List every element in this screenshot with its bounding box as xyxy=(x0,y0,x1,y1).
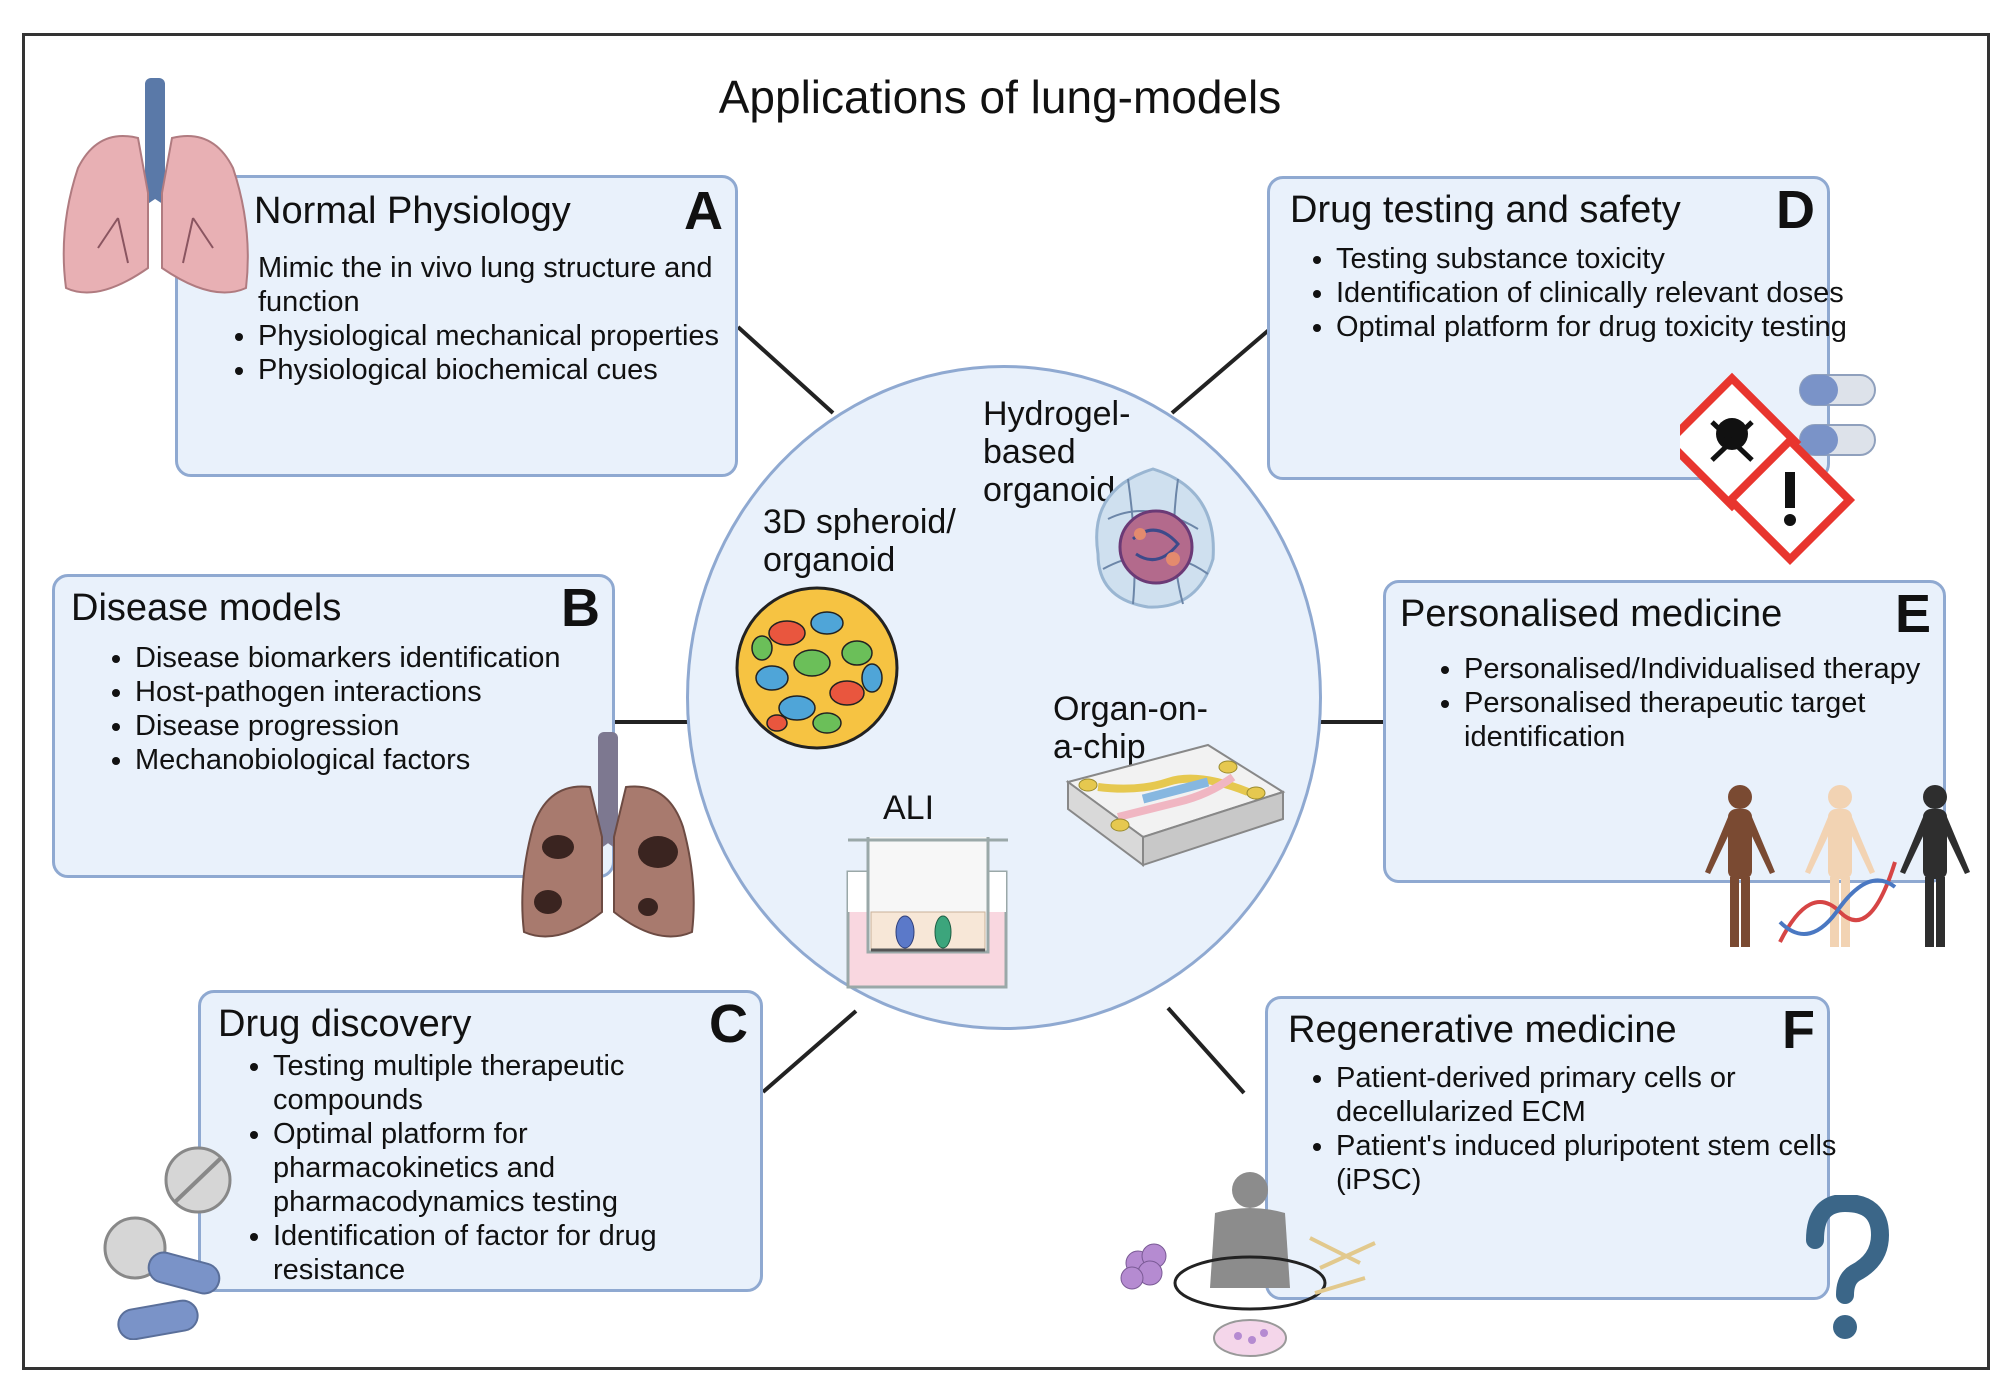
capsules-and-hazard-signs-icon xyxy=(1680,372,1876,566)
box-heading: Regenerative medicine xyxy=(1288,1009,1677,1051)
list-item: Disease progression xyxy=(135,709,605,743)
spheroid-icon xyxy=(735,586,899,750)
question-mark-icon xyxy=(1806,1195,1890,1339)
box-letter: E xyxy=(1894,584,1931,644)
box-normal-physiology: Normal Physiology A Mimic the in vivo lu… xyxy=(175,175,738,477)
connector-a xyxy=(736,325,835,415)
box-list: Testing multiple therapeutic compounds O… xyxy=(223,1049,743,1287)
box-list: Disease biomarkers identification Host-p… xyxy=(85,641,605,777)
connector-f xyxy=(1166,1006,1246,1095)
box-drug-testing-safety: Drug testing and safety D Testing substa… xyxy=(1267,176,1847,480)
label-hydrogel: Hydrogel-based organoid xyxy=(983,395,1131,509)
box-personalised-medicine: Personalised medicine E Personalised/Ind… xyxy=(1383,580,1946,883)
healthy-lungs-icon xyxy=(62,78,249,294)
box-heading: Normal Physiology xyxy=(254,190,571,232)
box-list: Patient-derived primary cells or decellu… xyxy=(1286,1061,1846,1197)
list-item: Testing multiple therapeutic compounds xyxy=(273,1049,743,1117)
list-item: Personalised therapeutic target identifi… xyxy=(1464,686,1954,754)
list-item: Host-pathogen interactions xyxy=(135,675,605,709)
list-item: Physiological biochemical cues xyxy=(258,353,748,387)
box-heading: Drug discovery xyxy=(218,1003,472,1045)
list-item: Physiological mechanical properties xyxy=(258,319,748,353)
list-item: Identification of clinically relevant do… xyxy=(1336,276,1856,310)
box-list: Personalised/Individualised therapy Pers… xyxy=(1414,652,1954,754)
label-spheroid: 3D spheroid/ organoid xyxy=(763,503,956,579)
box-list: Mimic the in vivo lung structure and fun… xyxy=(208,251,748,387)
connector-d xyxy=(1170,327,1272,415)
list-item: Optimal platform for drug toxicity testi… xyxy=(1336,310,1856,344)
list-item: Personalised/Individualised therapy xyxy=(1464,652,1954,686)
human-figures-and-dna-icon xyxy=(1705,785,1970,947)
box-disease-models: Disease models B Disease biomarkers iden… xyxy=(52,574,615,878)
figure-title: Applications of lung-models xyxy=(718,71,1282,123)
box-list: Testing substance toxicity Identificatio… xyxy=(1286,242,1856,344)
box-heading: Drug testing and safety xyxy=(1290,189,1681,231)
patient-cells-icon xyxy=(1120,1172,1376,1357)
diseased-lungs-icon xyxy=(521,732,695,938)
list-item: Patient-derived primary cells or decellu… xyxy=(1336,1061,1846,1129)
list-item: Optimal platform for pharmacokinetics an… xyxy=(273,1117,743,1219)
organ-on-chip-icon xyxy=(1065,743,1286,867)
label-ali: ALI xyxy=(883,789,935,827)
ali-transwell-icon xyxy=(846,837,1008,989)
box-heading: Disease models xyxy=(71,587,342,629)
box-letter: A xyxy=(684,181,723,241)
label-organ-on-chip: Organ-on-a-chip xyxy=(1053,690,1208,766)
list-item: Identification of factor for drug resist… xyxy=(273,1219,743,1287)
list-item: Disease biomarkers identification xyxy=(135,641,605,675)
box-heading: Personalised medicine xyxy=(1400,593,1783,635)
list-item: Mechanobiological factors xyxy=(135,743,605,777)
list-item: Mimic the in vivo lung structure and fun… xyxy=(258,251,748,319)
pills-icon xyxy=(103,1146,232,1340)
hydrogel-organoid-icon xyxy=(1095,467,1215,609)
box-drug-discovery: Drug discovery C Testing multiple therap… xyxy=(198,990,763,1292)
box-letter: F xyxy=(1782,1000,1815,1060)
box-letter: C xyxy=(709,994,748,1054)
box-letter: B xyxy=(561,578,600,638)
list-item: Patient's induced pluripotent stem cells… xyxy=(1336,1129,1846,1197)
list-item: Testing substance toxicity xyxy=(1336,242,1856,276)
box-letter: D xyxy=(1776,180,1815,240)
connector-c xyxy=(761,1009,858,1094)
